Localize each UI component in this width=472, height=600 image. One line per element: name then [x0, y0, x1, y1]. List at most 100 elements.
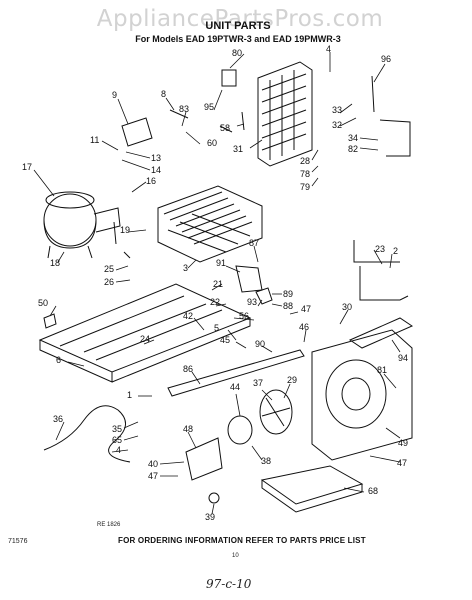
drain-pan — [260, 465, 364, 513]
fan-blade — [259, 389, 293, 435]
callout-83: 83 — [179, 104, 189, 114]
diagram-subtitle: For Models EAD 19PTWR-3 and EAD 19PMWR-3 — [135, 34, 341, 44]
rail — [167, 349, 305, 397]
document-number: 71576 — [8, 538, 28, 545]
callout-47: 47 — [397, 458, 407, 468]
callout-36: 36 — [53, 414, 63, 424]
callout-46: 46 — [299, 322, 309, 332]
callout-47: 47 — [148, 471, 158, 481]
callout-91: 91 — [216, 258, 226, 268]
callout-87: 87 — [249, 238, 259, 248]
callout-14: 14 — [151, 165, 161, 175]
callout-5: 5 — [214, 323, 219, 333]
callout-90: 90 — [255, 339, 265, 349]
diagram-title: UNIT PARTS — [205, 20, 271, 32]
callout-35: 35 — [112, 424, 122, 434]
callout-28: 28 — [300, 156, 310, 166]
callout-68: 68 — [368, 486, 378, 496]
callout-58: 58 — [220, 123, 230, 133]
callout-22: 22 — [210, 297, 220, 307]
callout-39: 39 — [205, 512, 215, 522]
callout-50: 50 — [38, 298, 48, 308]
callout-30: 30 — [342, 302, 352, 312]
relay-cover — [121, 117, 153, 147]
power-cord — [43, 405, 131, 463]
callout-65: 65 — [112, 435, 122, 445]
condenser-coil — [257, 61, 313, 167]
callout-34: 34 — [348, 133, 358, 143]
dryer-tubing — [371, 75, 411, 157]
callout-21: 21 — [213, 279, 223, 289]
base-frame — [38, 283, 252, 383]
part-50 — [43, 313, 57, 329]
callout-93: 93 — [247, 297, 257, 307]
callout-49: 49 — [398, 438, 408, 448]
callout-48: 48 — [183, 424, 193, 434]
callout-24: 24 — [140, 334, 150, 344]
fan-motor — [227, 415, 253, 445]
callout-2: 2 — [393, 246, 398, 256]
callout-60: 60 — [207, 138, 217, 148]
callout-88: 88 — [283, 301, 293, 311]
callout-11: 11 — [90, 135, 99, 145]
ordering-note: FOR ORDERING INFORMATION REFER TO PARTS … — [118, 536, 366, 545]
callout-94: 94 — [398, 353, 408, 363]
callout-4: 4 — [116, 445, 121, 455]
callout-29: 29 — [287, 375, 297, 385]
switch-92 — [255, 287, 273, 305]
callout-81: 81 — [377, 365, 387, 375]
callout-8: 8 — [161, 89, 166, 99]
callout-45: 45 — [220, 335, 230, 345]
tube-94 — [348, 317, 414, 349]
small-fasteners — [113, 221, 131, 259]
callout-78: 78 — [300, 169, 310, 179]
callout-4: 4 — [326, 44, 331, 54]
callout-17: 17 — [22, 162, 32, 172]
callout-26: 26 — [104, 277, 114, 287]
callout-96: 96 — [381, 54, 391, 64]
small-brackets — [169, 69, 245, 133]
callout-1: 1 — [127, 390, 132, 400]
callout-25: 25 — [104, 264, 114, 274]
callout-9: 9 — [112, 90, 117, 100]
callout-56: 56 — [239, 311, 249, 321]
callout-3: 3 — [183, 263, 188, 273]
watermark: AppliancePartsPros.com — [96, 6, 384, 32]
callout-40: 40 — [148, 459, 158, 469]
callout-31: 31 — [233, 144, 243, 154]
callout-19: 19 — [120, 225, 130, 235]
parts-artwork — [38, 61, 414, 513]
callout-38: 38 — [261, 456, 271, 466]
callout-47: 47 — [301, 304, 311, 314]
callout-37: 37 — [253, 378, 263, 388]
callout-95: 95 — [204, 102, 214, 112]
handwritten-note: 97-c-10 — [206, 577, 252, 591]
callout-86: 86 — [183, 364, 193, 374]
callout-23: 23 — [375, 244, 385, 254]
callout-89: 89 — [283, 289, 293, 299]
relay-91 — [235, 265, 263, 293]
callout-82: 82 — [348, 144, 358, 154]
callout-6: 6 — [56, 355, 61, 365]
leader-lines — [33, 52, 401, 515]
callout-18: 18 — [50, 258, 60, 268]
fan-shroud — [311, 329, 413, 461]
motor-mount — [185, 437, 223, 481]
tubing-assembly — [353, 240, 409, 301]
callout-13: 13 — [151, 153, 161, 163]
figure-code: RE 1826 — [97, 522, 121, 528]
callout-16: 16 — [146, 176, 156, 186]
callout-32: 32 — [332, 120, 342, 130]
callout-44: 44 — [230, 382, 240, 392]
compressor — [43, 191, 121, 259]
page-number: 10 — [232, 553, 239, 559]
callout-42: 42 — [183, 311, 193, 321]
evaporator-coil — [157, 185, 263, 263]
callout-80: 80 — [232, 48, 242, 58]
grommet-39 — [208, 492, 220, 504]
callout-33: 33 — [332, 105, 342, 115]
callout-79: 79 — [300, 182, 310, 192]
